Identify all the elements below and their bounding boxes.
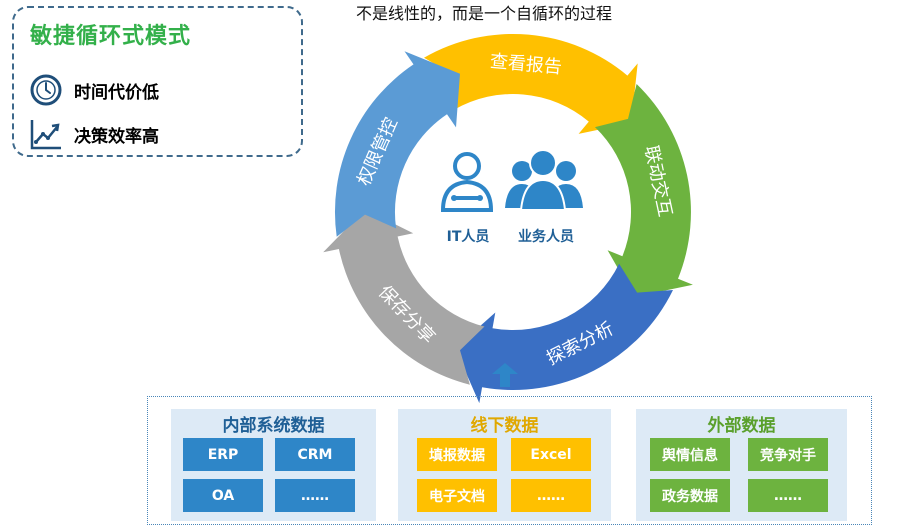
offline-data-panel: 线下数据 填报数据 Excel 电子文档 …… xyxy=(398,409,611,521)
tile-offline-more: …… xyxy=(511,479,591,512)
up-arrow-icon xyxy=(492,363,518,387)
tile-excel: Excel xyxy=(511,438,591,471)
cycle-segment-linked-interaction xyxy=(595,84,693,297)
clock-icon xyxy=(30,74,62,106)
tile-electronic-docs: 电子文档 xyxy=(417,479,497,512)
agile-mode-box: 敏捷循环式模式 时间代价低 决策效率高 xyxy=(12,6,303,157)
business-staff-label: 业务人员 xyxy=(518,228,574,245)
it-staff-label: IT人员 xyxy=(447,228,490,245)
it-person-icon xyxy=(440,152,494,212)
tile-erp: ERP xyxy=(183,438,263,471)
data-sources-container: 内部系统数据 ERP CRM OA …… 线下数据 填报数据 Excel 电子文… xyxy=(147,396,872,525)
tile-oa: OA xyxy=(183,479,263,512)
cycle-segment-view-reports xyxy=(424,33,638,134)
cycle-segment-permission-control xyxy=(334,51,460,237)
trend-chart-icon xyxy=(30,120,61,150)
internal-data-title: 内部系统数据 xyxy=(222,416,325,436)
agile-mode-title: 敏捷循环式模式 xyxy=(30,23,192,49)
tile-internal-more: …… xyxy=(275,479,355,512)
agile-item-efficiency: 决策效率高 xyxy=(28,116,159,152)
cycle-segment-save-share xyxy=(323,209,485,385)
agile-item-cost-label: 时间代价低 xyxy=(74,82,159,103)
offline-data-title: 线下数据 xyxy=(470,416,539,436)
tile-crm: CRM xyxy=(275,438,355,471)
tile-government-data: 政务数据 xyxy=(650,479,730,512)
tile-external-more: …… xyxy=(748,479,828,512)
external-data-panel: 外部数据 舆情信息 竞争对手 政务数据 …… xyxy=(636,409,847,521)
agile-item-efficiency-label: 决策效率高 xyxy=(74,126,159,147)
tile-competitors: 竞争对手 xyxy=(748,438,828,471)
cycle-header-text: 不是线性的，而是一个自循环的过程 xyxy=(356,4,613,23)
tile-form-data: 填报数据 xyxy=(417,438,497,471)
external-data-title: 外部数据 xyxy=(707,416,776,436)
agile-item-cost: 时间代价低 xyxy=(28,72,159,108)
tile-public-opinion: 舆情信息 xyxy=(650,438,730,471)
internal-data-panel: 内部系统数据 ERP CRM OA …… xyxy=(171,409,376,521)
business-people-icon xyxy=(505,149,583,211)
